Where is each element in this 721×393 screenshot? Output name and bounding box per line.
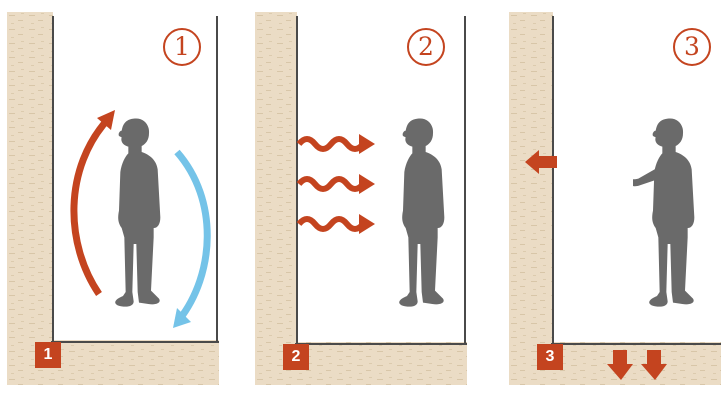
step-3-circle-number: 3 [673,28,711,66]
panel-2: 2 2 [255,12,467,385]
panel-1-illustration [7,12,219,385]
panel-2-illustration [255,12,467,385]
wall [255,12,297,385]
wall [7,12,53,385]
panel-3-illustration [509,12,721,385]
wall [509,12,553,385]
step-2-circle-number: 2 [407,28,445,66]
panel-3: 3 3 [509,12,721,385]
panel-1: 1 1 [7,12,219,385]
step-1-square-number: 1 [35,342,61,368]
step-2-square-number: 2 [283,344,309,370]
step-3-square-number: 3 [537,344,563,370]
step-1-circle-number: 1 [163,28,201,66]
